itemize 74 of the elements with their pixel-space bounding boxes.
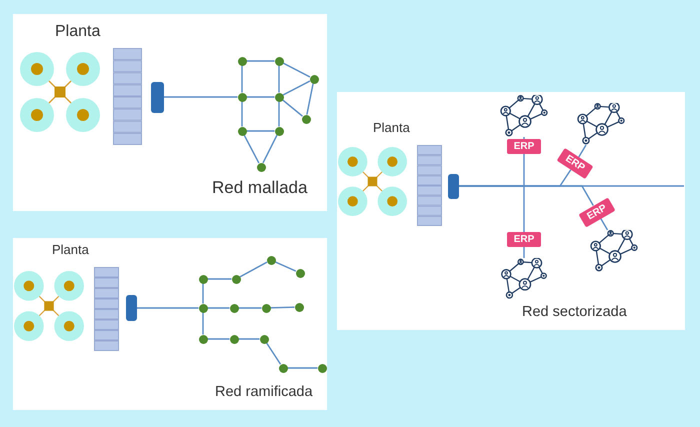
junction-dot-icon — [274, 92, 284, 102]
pipe-line — [246, 130, 274, 132]
pipe-line — [278, 102, 280, 126]
erp-tag: ERP — [507, 232, 541, 247]
pipe-line — [523, 137, 525, 139]
pipe-line — [278, 66, 280, 92]
pipe-line — [208, 278, 232, 280]
junction-dot-icon — [198, 334, 208, 344]
pipe-line — [288, 367, 318, 369]
junction-dot-icon — [198, 274, 208, 284]
plant-label: Planta — [373, 121, 410, 136]
junction-dot-icon — [274, 126, 284, 136]
pipe-line — [270, 306, 295, 309]
junction-dot-icon — [278, 364, 288, 372]
pipe-line — [274, 261, 296, 272]
people-network-icon — [500, 95, 548, 137]
pipe-line — [282, 99, 303, 117]
erp-tag: ERP — [578, 197, 616, 227]
supply-block — [126, 295, 137, 321]
junction-dot-icon — [232, 274, 240, 284]
pipe-line — [243, 134, 260, 164]
diagram-panel — [13, 238, 327, 410]
network-type-caption: Red mallada — [212, 178, 308, 198]
junction-dot-icon — [310, 74, 318, 84]
pipe-line — [246, 96, 274, 98]
junction-dot-icon — [318, 364, 326, 372]
plant-label: Planta — [52, 243, 89, 258]
pipe-line — [459, 185, 684, 187]
plant-label: Planta — [55, 23, 100, 42]
diagram-panel — [13, 14, 327, 211]
diagram-panel — [337, 92, 685, 330]
junction-dot-icon — [266, 256, 276, 264]
pipe-line — [208, 307, 230, 309]
junction-dot-icon — [238, 56, 246, 66]
pipe-line — [578, 144, 587, 158]
network-type-caption: Red ramificada — [215, 384, 313, 400]
people-network-icon — [501, 258, 547, 300]
pipe-line — [238, 338, 260, 340]
junction-dot-icon — [274, 56, 284, 66]
erp-tag: ERP — [507, 139, 541, 154]
junction-dot-icon — [238, 126, 246, 136]
pipe-line — [137, 307, 198, 309]
junction-dot-icon — [230, 334, 238, 344]
people-network-icon — [577, 103, 625, 145]
pipe-line — [202, 284, 204, 304]
pipe-line — [164, 96, 238, 98]
pipe-line — [208, 338, 230, 340]
junction-dot-icon — [238, 92, 246, 102]
erp-tag: ERP — [556, 148, 594, 180]
junction-dot-icon — [198, 304, 208, 312]
pipe-line — [600, 218, 608, 230]
pipe-line — [241, 102, 243, 126]
pipe-line — [523, 247, 525, 258]
people-network-icon — [590, 230, 638, 272]
pipe-line — [240, 262, 268, 278]
junction-dot-icon — [256, 162, 266, 172]
pipe-line — [246, 60, 274, 62]
supply-block — [151, 82, 164, 112]
junction-dot-icon — [230, 304, 238, 312]
junction-dot-icon — [294, 302, 304, 312]
supply-block — [448, 174, 459, 198]
junction-dot-icon — [302, 114, 310, 124]
junction-dot-icon — [260, 334, 268, 344]
junction-dot-icon — [296, 268, 304, 278]
pipe-line — [266, 342, 282, 365]
pipe-line — [306, 83, 314, 115]
pipe-line — [282, 62, 310, 78]
pipe-line — [238, 307, 262, 309]
junction-dot-icon — [262, 304, 270, 312]
pipe-line — [241, 66, 243, 92]
network-type-caption: Red sectorizada — [522, 304, 627, 320]
pipe-line — [202, 312, 204, 334]
pipe-line — [262, 134, 278, 164]
pipe-line — [282, 80, 310, 96]
